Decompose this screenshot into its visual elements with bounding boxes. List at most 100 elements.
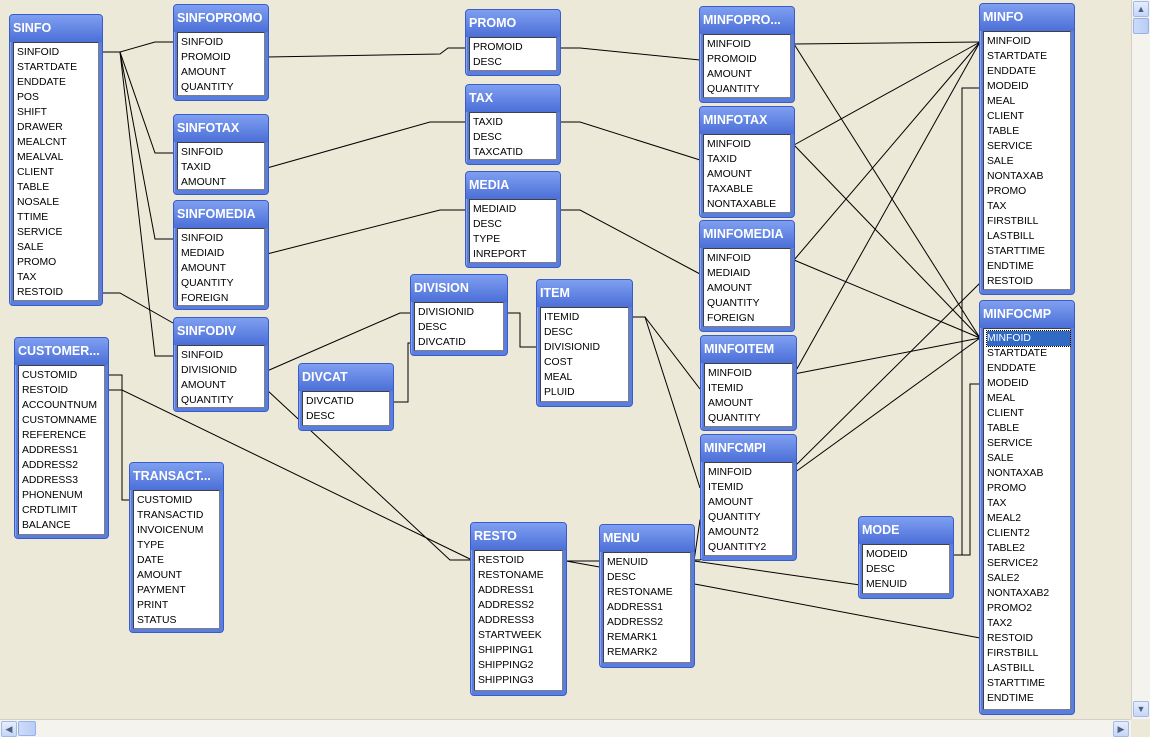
field-starttime[interactable]: STARTTIME xyxy=(987,678,1045,689)
field-address1[interactable]: ADDRESS1 xyxy=(478,585,535,596)
field-mealval[interactable]: MEALVAL xyxy=(17,152,64,163)
field-print[interactable]: PRINT xyxy=(137,600,169,611)
field-quantity[interactable]: QUANTITY xyxy=(181,395,234,406)
table-title[interactable]: TRANSACT... xyxy=(130,463,223,490)
field-service[interactable]: SERVICE xyxy=(987,438,1033,449)
field-pluid[interactable]: PLUID xyxy=(544,387,575,398)
field-nontaxable[interactable]: NONTAXABLE xyxy=(707,199,777,210)
scroll-down-button[interactable]: ▼ xyxy=(1133,701,1149,717)
field-startdate[interactable]: STARTDATE xyxy=(17,62,78,73)
field-starttime[interactable]: STARTTIME xyxy=(987,246,1045,257)
field-transactid[interactable]: TRANSACTID xyxy=(137,510,204,521)
field-client2[interactable]: CLIENT2 xyxy=(987,528,1030,539)
field-amount[interactable]: AMOUNT xyxy=(708,398,754,409)
table-title[interactable]: MINFOCMP xyxy=(980,301,1074,328)
field-shift[interactable]: SHIFT xyxy=(17,107,48,118)
field-promo2[interactable]: PROMO2 xyxy=(987,603,1033,614)
field-table2[interactable]: TABLE2 xyxy=(987,543,1025,554)
field-enddate[interactable]: ENDDATE xyxy=(987,66,1036,77)
field-quantity[interactable]: QUANTITY xyxy=(181,278,234,289)
table-title[interactable]: SINFODIV xyxy=(174,318,268,345)
field-lastbill[interactable]: LASTBILL xyxy=(987,663,1035,674)
field-phonenum[interactable]: PHONENUM xyxy=(22,490,83,501)
field-divcatid[interactable]: DIVCATID xyxy=(306,396,354,407)
table-title[interactable]: CUSTOMER... xyxy=(15,338,108,365)
field-startdate[interactable]: STARTDATE xyxy=(987,51,1048,62)
field-sale[interactable]: SALE xyxy=(987,156,1014,167)
field-mediaid[interactable]: MEDIAID xyxy=(707,268,751,279)
field-desc[interactable]: DESC xyxy=(473,132,502,143)
field-crdtlimit[interactable]: CRDTLIMIT xyxy=(22,505,78,516)
field-ttime[interactable]: TTIME xyxy=(17,212,49,223)
field-service[interactable]: SERVICE xyxy=(987,141,1033,152)
field-accountnum[interactable]: ACCOUNTNUM xyxy=(22,400,98,411)
field-desc[interactable]: DESC xyxy=(306,411,335,422)
vertical-scrollbar[interactable]: ▲ ▼ xyxy=(1131,0,1150,719)
field-balance[interactable]: BALANCE xyxy=(22,520,71,531)
field-amount[interactable]: AMOUNT xyxy=(137,570,183,581)
field-meal[interactable]: MEAL xyxy=(544,372,573,383)
field-customid[interactable]: CUSTOMID xyxy=(22,370,78,381)
field-address3[interactable]: ADDRESS3 xyxy=(478,615,535,626)
field-modeid[interactable]: MODEID xyxy=(987,378,1029,389)
field-address2[interactable]: ADDRESS2 xyxy=(22,460,79,471)
field-restoid[interactable]: RESTOID xyxy=(22,385,68,396)
field-sale[interactable]: SALE xyxy=(987,453,1014,464)
table-title[interactable]: MEDIA xyxy=(466,172,560,199)
field-drawer[interactable]: DRAWER xyxy=(17,122,63,133)
field-restoid[interactable]: RESTOID xyxy=(17,287,63,298)
field-shipping3[interactable]: SHIPPING3 xyxy=(478,675,534,686)
field-amount[interactable]: AMOUNT xyxy=(181,67,227,78)
horizontal-scroll-thumb[interactable] xyxy=(18,721,36,736)
field-enddate[interactable]: ENDDATE xyxy=(987,363,1036,374)
table-title[interactable]: RESTO xyxy=(471,523,566,550)
field-minfoid[interactable]: MINFOID xyxy=(707,253,751,264)
field-nontaxab[interactable]: NONTAXAB xyxy=(987,171,1044,182)
table-title[interactable]: DIVISION xyxy=(411,275,507,302)
field-client[interactable]: CLIENT xyxy=(987,408,1024,419)
field-sinfoid[interactable]: SINFOID xyxy=(17,47,60,58)
field-amount[interactable]: AMOUNT xyxy=(708,497,754,508)
field-firstbill[interactable]: FIRSTBILL xyxy=(987,648,1039,659)
field-startdate[interactable]: STARTDATE xyxy=(987,348,1048,359)
field-amount[interactable]: AMOUNT xyxy=(707,283,753,294)
field-promoid[interactable]: PROMOID xyxy=(181,52,231,63)
table-title[interactable]: ITEM xyxy=(537,280,632,307)
table-title[interactable]: MINFOTAX xyxy=(700,107,794,134)
table-title[interactable]: PROMO xyxy=(466,10,560,37)
field-nontaxab2[interactable]: NONTAXAB2 xyxy=(987,588,1050,599)
field-desc[interactable]: DESC xyxy=(418,322,447,333)
field-desc[interactable]: DESC xyxy=(866,564,895,575)
field-table[interactable]: TABLE xyxy=(987,423,1020,434)
field-promoid[interactable]: PROMOID xyxy=(473,42,523,53)
table-title[interactable]: MINFOMEDIA xyxy=(700,221,794,248)
field-amount2[interactable]: AMOUNT2 xyxy=(708,527,759,538)
table-title[interactable]: SINFOPROMO xyxy=(174,5,268,32)
field-service[interactable]: SERVICE xyxy=(17,227,63,238)
field-restoid[interactable]: RESTOID xyxy=(987,276,1033,287)
field-menuid[interactable]: MENUID xyxy=(607,557,648,568)
field-table[interactable]: TABLE xyxy=(17,182,50,193)
field-taxid[interactable]: TAXID xyxy=(181,162,211,173)
field-address3[interactable]: ADDRESS3 xyxy=(22,475,79,486)
field-modeid[interactable]: MODEID xyxy=(866,549,908,560)
field-startweek[interactable]: STARTWEEK xyxy=(478,630,542,641)
field-divisionid[interactable]: DIVISIONID xyxy=(544,342,601,353)
field-lastbill[interactable]: LASTBILL xyxy=(987,231,1035,242)
field-sinfoid[interactable]: SINFOID xyxy=(181,147,224,158)
field-minfoid[interactable]: MINFOID xyxy=(986,330,1071,347)
